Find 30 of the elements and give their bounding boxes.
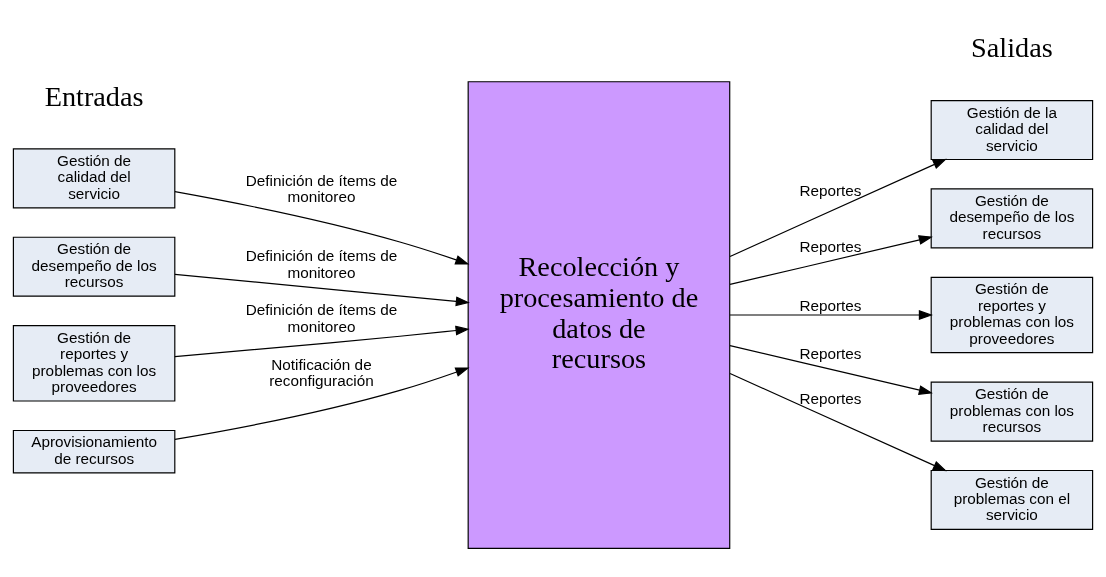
arrow bbox=[729, 235, 933, 286]
edge-label: Reportes bbox=[799, 345, 862, 363]
node-box: Gestión de desempeño de los recursos bbox=[930, 188, 1094, 249]
arrow bbox=[729, 158, 947, 258]
label: Salidas bbox=[971, 32, 1053, 64]
label: Entradas bbox=[44, 80, 144, 112]
node-box: Gestión de desempeño de los recursos bbox=[12, 236, 176, 297]
arrow bbox=[174, 325, 470, 358]
edge-label: Reportes bbox=[799, 237, 862, 255]
arrow bbox=[174, 367, 470, 440]
node-box: Gestión de calidad del servicio bbox=[12, 148, 176, 209]
arrow bbox=[729, 372, 947, 472]
node-box: Recolección y procesamiento de datos de recursos bbox=[467, 81, 731, 549]
edge-label: Reportes bbox=[799, 182, 862, 200]
node-box: Gestión de la calidad del servicio bbox=[930, 100, 1094, 161]
node-box: Aprovisionamiento de recursos bbox=[12, 429, 176, 474]
node-box: Gestión de problemas con el servicio bbox=[930, 469, 1094, 531]
edge-label: Definición de ítems de monitoreo bbox=[245, 247, 398, 281]
node-box: Gestión de reportes y problemas con los proveedores bbox=[12, 325, 176, 402]
arrow bbox=[729, 345, 933, 395]
arrow bbox=[174, 273, 470, 307]
edge-label: Reportes bbox=[799, 296, 862, 314]
node-box: Gestión de problemas con los recursos bbox=[930, 381, 1094, 442]
edge-label: Definición de ítems de monitoreo bbox=[245, 171, 398, 206]
arrow bbox=[174, 191, 470, 265]
edge-label: Definición de ítems de monitoreo bbox=[245, 301, 398, 335]
edge-label: Notificación de reconfiguración bbox=[269, 355, 374, 390]
edge-label: Reportes bbox=[799, 389, 862, 407]
node-box: Gestión de reportes y problemas con los proveedores bbox=[930, 276, 1094, 354]
arrow bbox=[729, 310, 933, 320]
